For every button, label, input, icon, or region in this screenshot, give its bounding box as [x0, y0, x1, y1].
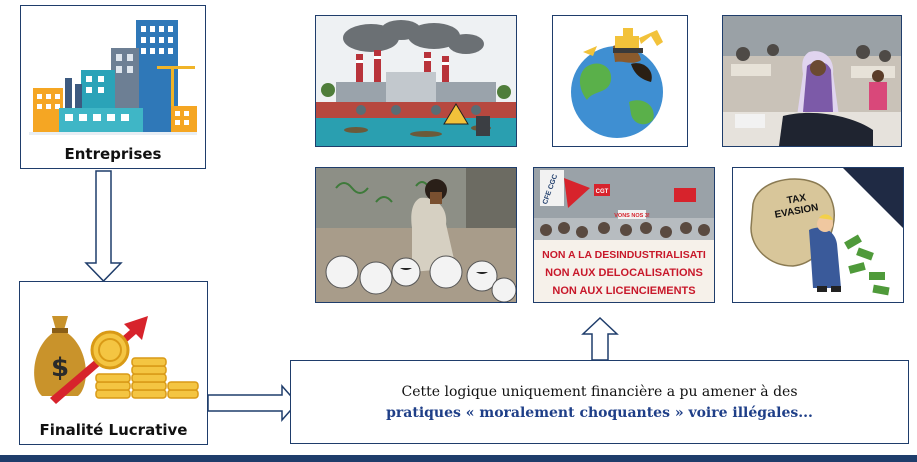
arrow-right	[207, 384, 299, 422]
tax-evasion-cartoon-image: TAX EVASION	[732, 167, 904, 303]
message-box: Cette logique uniquement financière a pu…	[290, 360, 909, 444]
banner-line-1: NON A LA DESINDUSTRIALISATI	[542, 249, 706, 261]
banner-line-3: NON AUX LICENCIEMENTS	[552, 285, 695, 297]
svg-text:$: $	[51, 353, 69, 383]
money-bag-growth-icon: $	[34, 316, 199, 404]
arrow-down	[84, 170, 123, 283]
sack-text-tax: TAX	[786, 192, 807, 206]
earth-excavator-image	[552, 15, 688, 147]
entreprises-box: Entreprises	[20, 5, 206, 169]
message-line-1: Cette logique uniquement financière a pu…	[401, 384, 798, 400]
flag-cgt: CGT	[596, 189, 609, 195]
banner-line-2: NON AUX DELOCALISATIONS	[545, 267, 703, 279]
entreprises-label: Entreprises	[64, 145, 162, 163]
bottom-bar	[0, 455, 917, 462]
message-line-2-highlight: pratiques « moralement choquantes » voir…	[386, 405, 813, 421]
city-buildings-icon	[29, 20, 197, 135]
arrow-up	[581, 316, 619, 361]
factory-pollution-image	[315, 15, 517, 147]
finalite-label: Finalité Lucrative	[39, 421, 188, 439]
protest-march-image: CFE CGC CGT VONS NOS 3! NON A LA DESINDU…	[533, 167, 715, 303]
textile-workshop-image	[722, 15, 902, 147]
child-stitching-footballs-image	[315, 167, 517, 303]
finalite-box: $ Finalité Lucrative	[19, 281, 208, 445]
protest-sign: VONS NOS 3!	[614, 213, 650, 219]
